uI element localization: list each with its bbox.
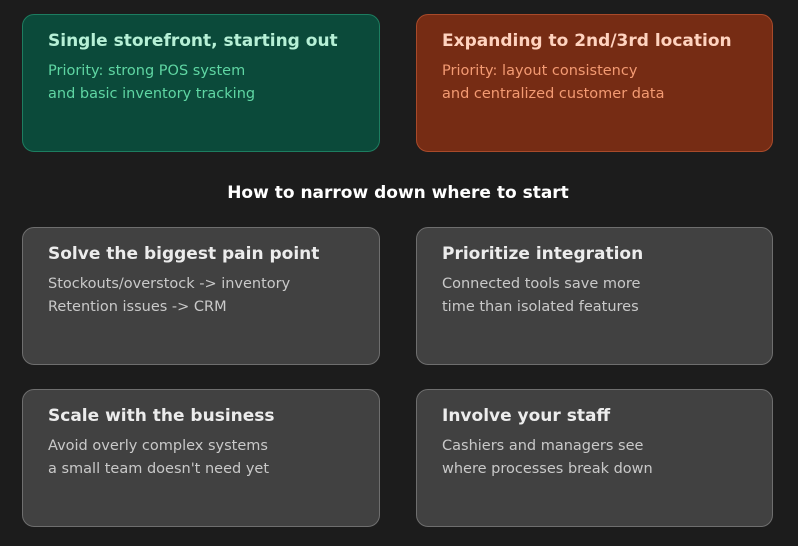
tip-description: Cashiers and managers see where processe… xyxy=(442,435,752,481)
tip-title: Scale with the business xyxy=(48,406,275,426)
tip-description: Connected tools save more time than isol… xyxy=(442,273,752,319)
tip-card-pain-point: Solve the biggest pain point Stockouts/o… xyxy=(22,227,380,365)
tip-description: Stockouts/overstock -> inventory Retenti… xyxy=(48,273,359,319)
tip-line: Connected tools save more xyxy=(442,276,641,292)
tip-line: Stockouts/overstock -> inventory xyxy=(48,276,291,292)
tip-line: time than isolated features xyxy=(442,299,639,315)
tip-line: Retention issues -> CRM xyxy=(48,299,227,315)
tip-card-staff: Involve your staff Cashiers and managers… xyxy=(416,389,773,527)
tip-title: Solve the biggest pain point xyxy=(48,244,320,264)
section-heading: How to narrow down where to start xyxy=(227,183,569,203)
stage-line: and centralized customer data xyxy=(442,86,665,102)
stage-card-single-storefront: Single storefront, starting out Priority… xyxy=(22,14,380,152)
stage-card-expanding: Expanding to 2nd/3rd location Priority: … xyxy=(416,14,773,152)
tip-title: Involve your staff xyxy=(442,406,611,426)
stage-title: Expanding to 2nd/3rd location xyxy=(442,31,732,51)
stage-line: Priority: layout consistency xyxy=(442,63,638,79)
stage-title: Single storefront, starting out xyxy=(48,31,338,51)
stage-description: Priority: strong POS system and basic in… xyxy=(48,60,359,106)
tip-card-integration: Prioritize integration Connected tools s… xyxy=(416,227,773,365)
tip-title: Prioritize integration xyxy=(442,244,644,264)
tip-line: Cashiers and managers see xyxy=(442,438,644,454)
tip-description: Avoid overly complex systems a small tea… xyxy=(48,435,359,481)
stage-line: and basic inventory tracking xyxy=(48,86,256,102)
tip-line: Avoid overly complex systems xyxy=(48,438,268,454)
stage-line: Priority: strong POS system xyxy=(48,63,246,79)
tip-line: a small team doesn't need yet xyxy=(48,461,270,477)
stage-description: Priority: layout consistency and central… xyxy=(442,60,752,106)
tip-card-scale: Scale with the business Avoid overly com… xyxy=(22,389,380,527)
tip-line: where processes break down xyxy=(442,461,653,477)
